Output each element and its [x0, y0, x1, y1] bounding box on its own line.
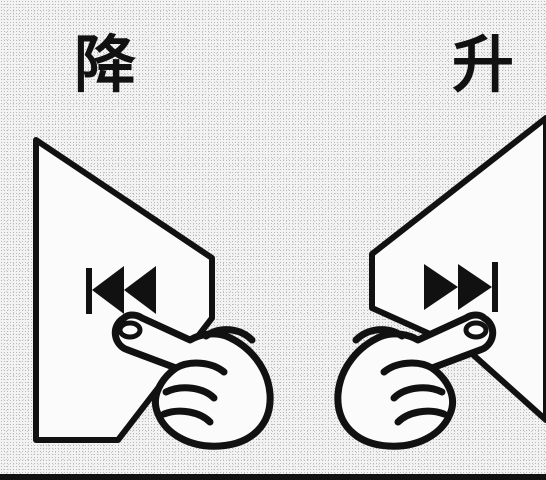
label-up: 升 [452, 28, 515, 101]
label-down: 降 [74, 28, 137, 101]
skip-next-icon [424, 262, 498, 312]
left-hand-pointing-icon [111, 311, 274, 450]
skip-previous-icon [86, 266, 156, 314]
bottom-border [0, 474, 546, 480]
next-button[interactable] [369, 115, 546, 423]
right-hand-pointing-icon [334, 311, 497, 450]
